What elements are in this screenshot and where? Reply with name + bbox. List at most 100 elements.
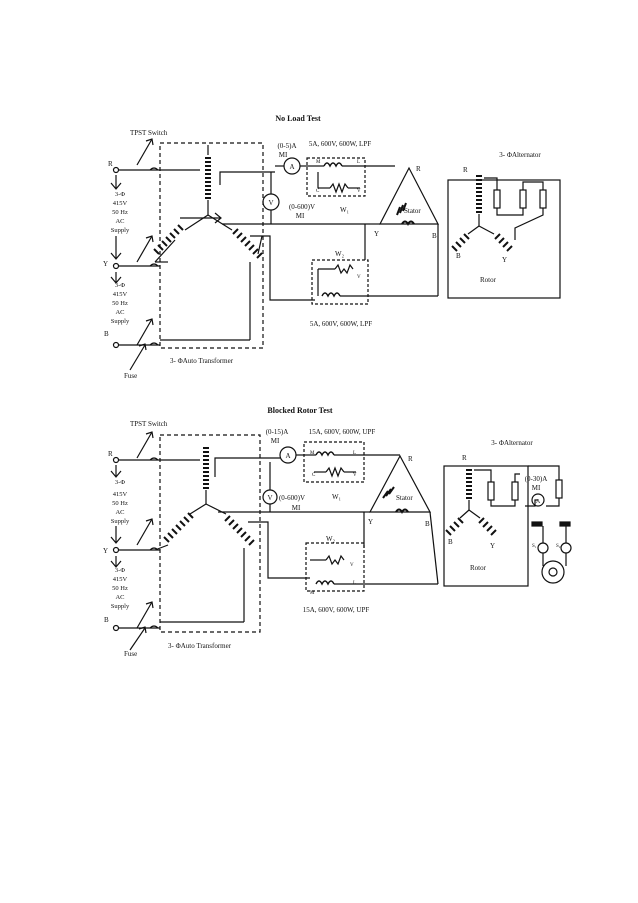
spring-balance-brake: S₁ S₂ (531, 521, 572, 584)
svg-text:Rotor: Rotor (470, 564, 487, 572)
svg-text:R: R (462, 454, 467, 462)
ammeter-symbol: A (289, 163, 294, 171)
svg-text:AC: AC (115, 309, 124, 316)
svg-text:B: B (104, 616, 109, 624)
voltmeter-symbol: V (268, 199, 273, 207)
svg-text:Y: Y (490, 542, 495, 550)
svg-text:V: V (350, 563, 354, 568)
svg-text:B: B (448, 538, 453, 546)
svg-text:Supply: Supply (111, 518, 130, 525)
stator-label: Stator (404, 207, 421, 215)
svg-text:V: V (357, 189, 361, 194)
svg-text:3- ΦAlternator: 3- ΦAlternator (491, 439, 533, 447)
svg-text:50 Hz: 50 Hz (112, 300, 128, 307)
svg-text:Y: Y (368, 518, 373, 526)
phase-b: B (104, 330, 109, 338)
supply-label-top-blocked: 3-Φ 415V 50 Hz AC Supply (111, 479, 130, 525)
alternator-label: 3- ΦAlternator (499, 151, 541, 159)
fuse-label: Fuse (124, 372, 137, 380)
svg-text:415V: 415V (113, 291, 128, 298)
phase-r: R (108, 160, 113, 168)
svg-text:MI: MI (532, 484, 541, 492)
svg-text:C: C (312, 473, 316, 478)
wattmeter-w1-rating: 5A, 600V, 600W, LPF (309, 140, 371, 148)
svg-text:50 Hz: 50 Hz (112, 585, 128, 592)
svg-text:R: R (463, 166, 468, 174)
svg-text:AC: AC (115, 594, 124, 601)
tpst-switch (136, 138, 154, 346)
svg-text:C: C (316, 189, 320, 194)
svg-text:(0-600)V: (0-600)V (279, 494, 305, 502)
tpst-label: TPST Switch (130, 129, 168, 137)
svg-text:B: B (456, 252, 461, 260)
svg-text:15A, 600V, 600W, UPF: 15A, 600V, 600W, UPF (303, 606, 370, 614)
w1-voltage-coil (329, 182, 349, 194)
svg-text:B: B (425, 520, 430, 528)
svg-text:Y: Y (374, 230, 379, 238)
rotor-ammeter-blocked (531, 493, 545, 507)
svg-text:L: L (357, 160, 360, 165)
wattmeter-w2-box (311, 259, 369, 305)
svg-text:W₂: W₂ (326, 535, 336, 543)
svg-text:V: V (267, 494, 272, 502)
svg-text:415V: 415V (113, 200, 128, 207)
svg-text:(0-15)A: (0-15)A (266, 428, 289, 436)
fuse-label-blocked: Fuse (124, 650, 137, 658)
rotor-windings-blocked (445, 469, 497, 536)
no-load-test-diagram: No Load Test TPST Switch R Y B 3-Φ 415V … (103, 114, 561, 380)
tpst-label-blocked: TPST Switch (130, 420, 168, 428)
rotor-box-blocked (443, 465, 529, 587)
phase-y: Y (103, 260, 108, 268)
autotransformer-windings-blocked (163, 447, 255, 546)
w2-current-coil (321, 292, 341, 298)
rotor-label: Rotor (480, 276, 497, 284)
supply-label-top: 3-Φ 415V 50 Hz AC Supply (111, 191, 130, 234)
rotor-box (447, 179, 561, 299)
svg-text:MI: MI (292, 504, 301, 512)
svg-text:L: L (353, 451, 356, 456)
fuse-elements (149, 167, 159, 346)
svg-text:Supply: Supply (111, 227, 130, 234)
svg-text:3-Φ: 3-Φ (115, 567, 125, 574)
svg-text:S₁: S₁ (532, 544, 537, 549)
wattmeter-w2-box-blocked (305, 542, 365, 592)
w1-label: W₁ (340, 206, 349, 214)
autotransformer-box (159, 142, 264, 349)
autotransformer-windings (153, 157, 263, 259)
svg-text:MI: MI (271, 437, 280, 445)
svg-text:R: R (408, 455, 413, 463)
svg-text:Supply: Supply (111, 603, 130, 610)
autotransformer-label: 3- ΦAuto Transformer (170, 357, 234, 365)
svg-text:AC: AC (115, 218, 124, 225)
svg-text:R: R (108, 450, 113, 458)
svg-text:S₂: S₂ (556, 544, 561, 549)
w2-voltage-coil (334, 263, 354, 275)
ammeter-type: MI (279, 151, 288, 159)
svg-text:3-Φ: 3-Φ (115, 282, 125, 289)
stator-delta (379, 166, 439, 225)
w2-label: W₂ (335, 250, 345, 258)
svg-text:A: A (285, 452, 290, 460)
svg-text:3-Φ: 3-Φ (115, 191, 125, 198)
ammeter-range: (0-5)A (277, 142, 296, 150)
no-load-title: No Load Test (275, 114, 321, 123)
svg-text:R: R (416, 165, 421, 173)
svg-text:M: M (316, 160, 321, 165)
blocked-rotor-test-diagram: Blocked Rotor Test TPST Switch R Y B 3-Φ… (103, 406, 572, 658)
svg-text:50 Hz: 50 Hz (112, 209, 128, 216)
supply-label-bottom: 3-Φ 415V 50 Hz AC Supply (111, 282, 130, 325)
svg-text:415V: 415V (113, 491, 128, 498)
svg-text:15A, 600V, 600W, UPF: 15A, 600V, 600W, UPF (309, 428, 376, 436)
svg-text:V: V (357, 275, 361, 280)
tpst-switch-blocked (136, 431, 154, 629)
w1-current-coil (323, 162, 343, 168)
autotransformer-label-blocked: 3- ΦAuto Transformer (168, 642, 232, 650)
svg-text:AC: AC (115, 509, 124, 516)
svg-text:B: B (432, 232, 437, 240)
svg-text:W₁: W₁ (332, 493, 341, 501)
svg-text:Stator: Stator (396, 494, 413, 502)
stator-delta-blocked (368, 454, 432, 513)
svg-text:3-Φ: 3-Φ (115, 479, 125, 486)
voltmeter-range: (0-600)V (289, 203, 315, 211)
